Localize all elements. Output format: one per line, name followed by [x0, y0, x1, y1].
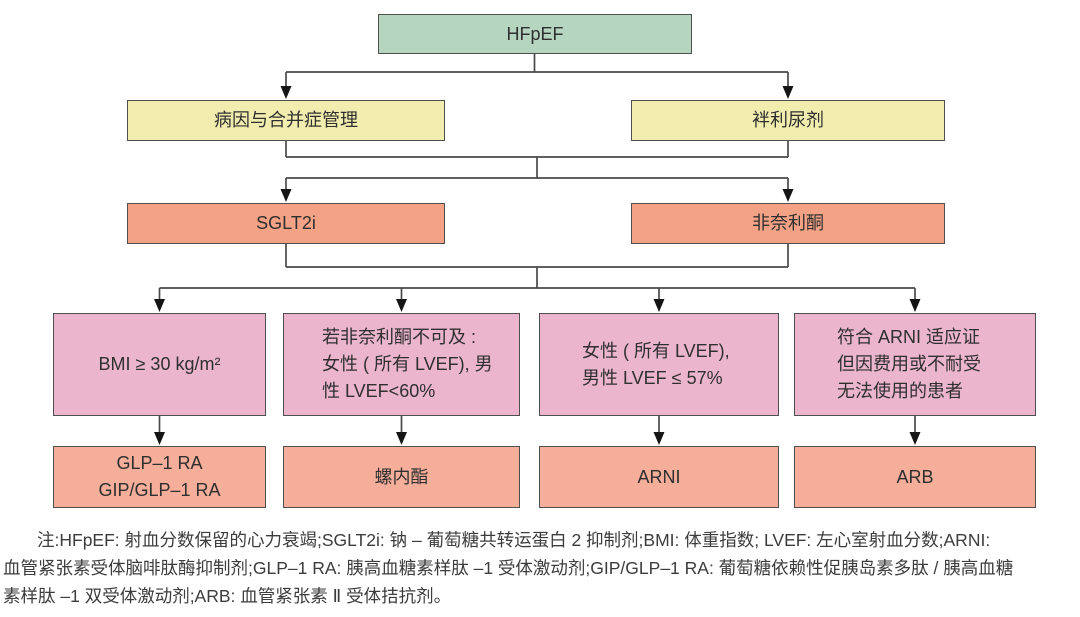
node-finerenone-unavailable-criteria: 若非奈利酮不可及 : 女性 ( 所有 LVEF), 男 性 LVEF<60% — [283, 313, 520, 416]
node-label: 袢利尿剂 — [752, 110, 824, 130]
node-arb: ARB — [794, 446, 1036, 508]
node-arni: ARNI — [539, 446, 779, 508]
node-arni-intolerant-criteria: 符合 ARNI 适应证 但因费用或不耐受 无法使用的患者 — [794, 313, 1036, 416]
node-label-line: 男性 LVEF ≤ 57% — [582, 367, 723, 388]
node-label-line: 性 LVEF<60% — [322, 381, 436, 401]
node-lvef-criteria: 女性 ( 所有 LVEF), 男性 LVEF ≤ 57% — [539, 313, 779, 416]
node-sglt2i: SGLT2i — [127, 203, 445, 244]
footnote-line: 素样肽 –1 双受体激动剂;ARB: 血管紧张素 Ⅱ 受体拮抗剂。 — [3, 586, 452, 606]
node-label: ARNI — [637, 466, 681, 487]
node-bmi-criteria: BMI ≥ 30 kg/m² — [53, 313, 266, 416]
node-label-line: 但因费用或不耐受 — [837, 354, 981, 374]
node-label: 非奈利酮 — [752, 213, 824, 233]
node-label-line: GLP–1 RA — [116, 453, 203, 473]
node-label: 螺内酯 — [374, 466, 429, 487]
node-spironolactone: 螺内酯 — [283, 446, 520, 508]
node-label-line: 无法使用的患者 — [837, 381, 963, 401]
node-label: ARB — [896, 466, 934, 487]
node-hfpef: HFpEF — [378, 14, 692, 54]
node-hfpef-label: HFpEF — [506, 23, 564, 44]
node-label: 病因与合并症管理 — [214, 110, 358, 130]
node-finerenone: 非奈利酮 — [631, 203, 945, 244]
node-label: SGLT2i — [256, 213, 316, 233]
node-glp1-ra: GLP–1 RA GIP/GLP–1 RA — [53, 446, 266, 508]
node-label-line: 女性 ( 所有 LVEF), — [582, 340, 730, 361]
node-label-line: 符合 ARNI 适应证 — [837, 327, 981, 347]
node-label-line: 若非奈利酮不可及 : — [322, 327, 477, 347]
node-label-line: 女性 ( 所有 LVEF), 男 — [322, 354, 493, 374]
footnote-line: 血管紧张素受体脑啡肽酶抑制剂;GLP–1 RA: 胰高血糖素样肽 –1 受体激动… — [3, 558, 1014, 578]
node-label: BMI ≥ 30 kg/m² — [98, 354, 221, 374]
node-etiology-comorbidity-management: 病因与合并症管理 — [127, 100, 445, 141]
node-loop-diuretic: 袢利尿剂 — [631, 100, 945, 141]
node-label-line: GIP/GLP–1 RA — [98, 480, 221, 500]
footnote: 注:HFpEF: 射血分数保留的心力衰竭;SGLT2i: 钠 – 葡萄糖共转运蛋… — [3, 526, 1077, 610]
footnote-line: 注:HFpEF: 射血分数保留的心力衰竭;SGLT2i: 钠 – 葡萄糖共转运蛋… — [37, 530, 991, 550]
